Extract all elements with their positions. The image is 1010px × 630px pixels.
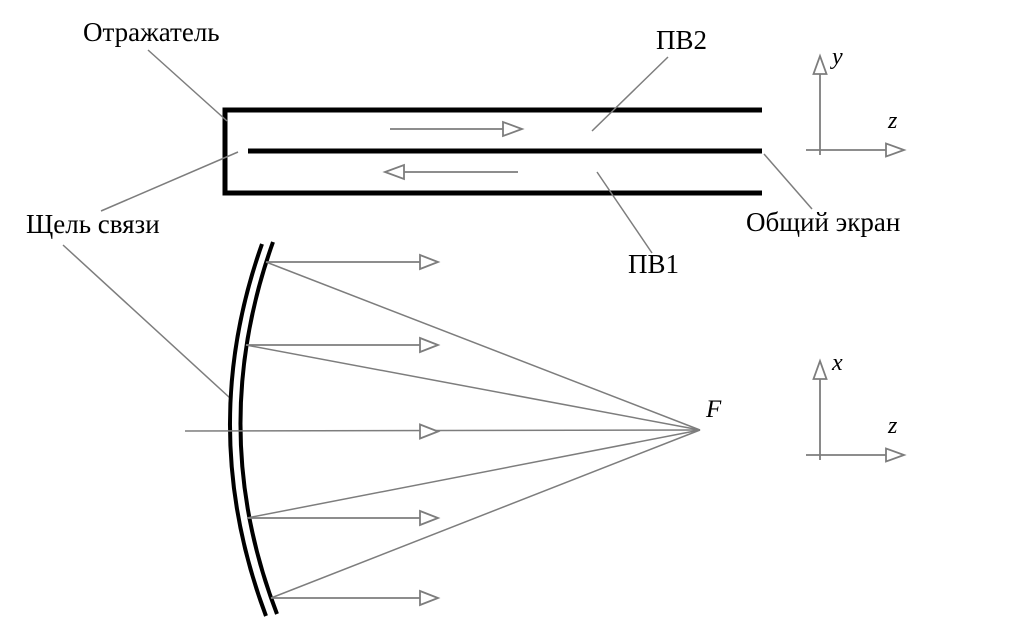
ray-arrowhead-icon [419,253,441,271]
y-axis-arrowhead-icon [812,53,828,75]
pv2-label: ПВ2 [656,25,708,55]
coupling-slot-leader-upper [100,151,239,212]
top-view-axes [806,358,907,463]
top-view-reflector [228,241,279,617]
x-axis-label: x [832,350,843,376]
z-axis-label-top: z [888,108,898,134]
reflector-leader [147,49,228,122]
waveguide-propagation-arrows [382,120,525,181]
coupling-slot-leader-lower [62,244,231,399]
z-axis-arrowhead-icon-bottom [885,447,907,463]
ray-arrowhead-icon [419,336,441,354]
z-axis-label-bottom: z [888,413,898,439]
central-axis-ray [184,429,701,432]
radiated-wave-arrows [246,253,441,607]
ray-arrowhead-icon [419,509,441,527]
converging-ray [265,261,701,431]
x-axis-arrowhead-icon [812,358,828,380]
reflector-curve-left [228,243,268,617]
ray-arrowhead-icon [419,589,441,607]
forward-wave-arrowhead-icon [502,120,525,138]
reflector-curve-right [238,241,279,615]
side-view-waveguide [222,107,762,196]
reflector-label: Отражатель [83,17,220,47]
z-axis-arrowhead-icon-top [885,142,907,158]
common-screen-leader [763,153,813,210]
backward-wave-arrowhead-icon [382,163,405,181]
coupling-slot-label: Щель связи [26,209,160,239]
leader-lines [62,49,813,399]
pv1-leader [596,171,653,254]
y-axis-label: y [832,44,843,70]
common-screen-label: Общий экран [746,207,901,237]
focusing-rays [184,261,701,599]
pv1-label: ПВ1 [628,249,680,279]
side-view-axes [806,53,907,158]
converging-ray [270,429,701,599]
converging-ray [246,429,701,519]
converging-ray [245,344,701,431]
ray-arrowhead-icon [419,423,441,440]
focus-label: F [706,396,722,423]
pv2-leader [591,56,669,132]
